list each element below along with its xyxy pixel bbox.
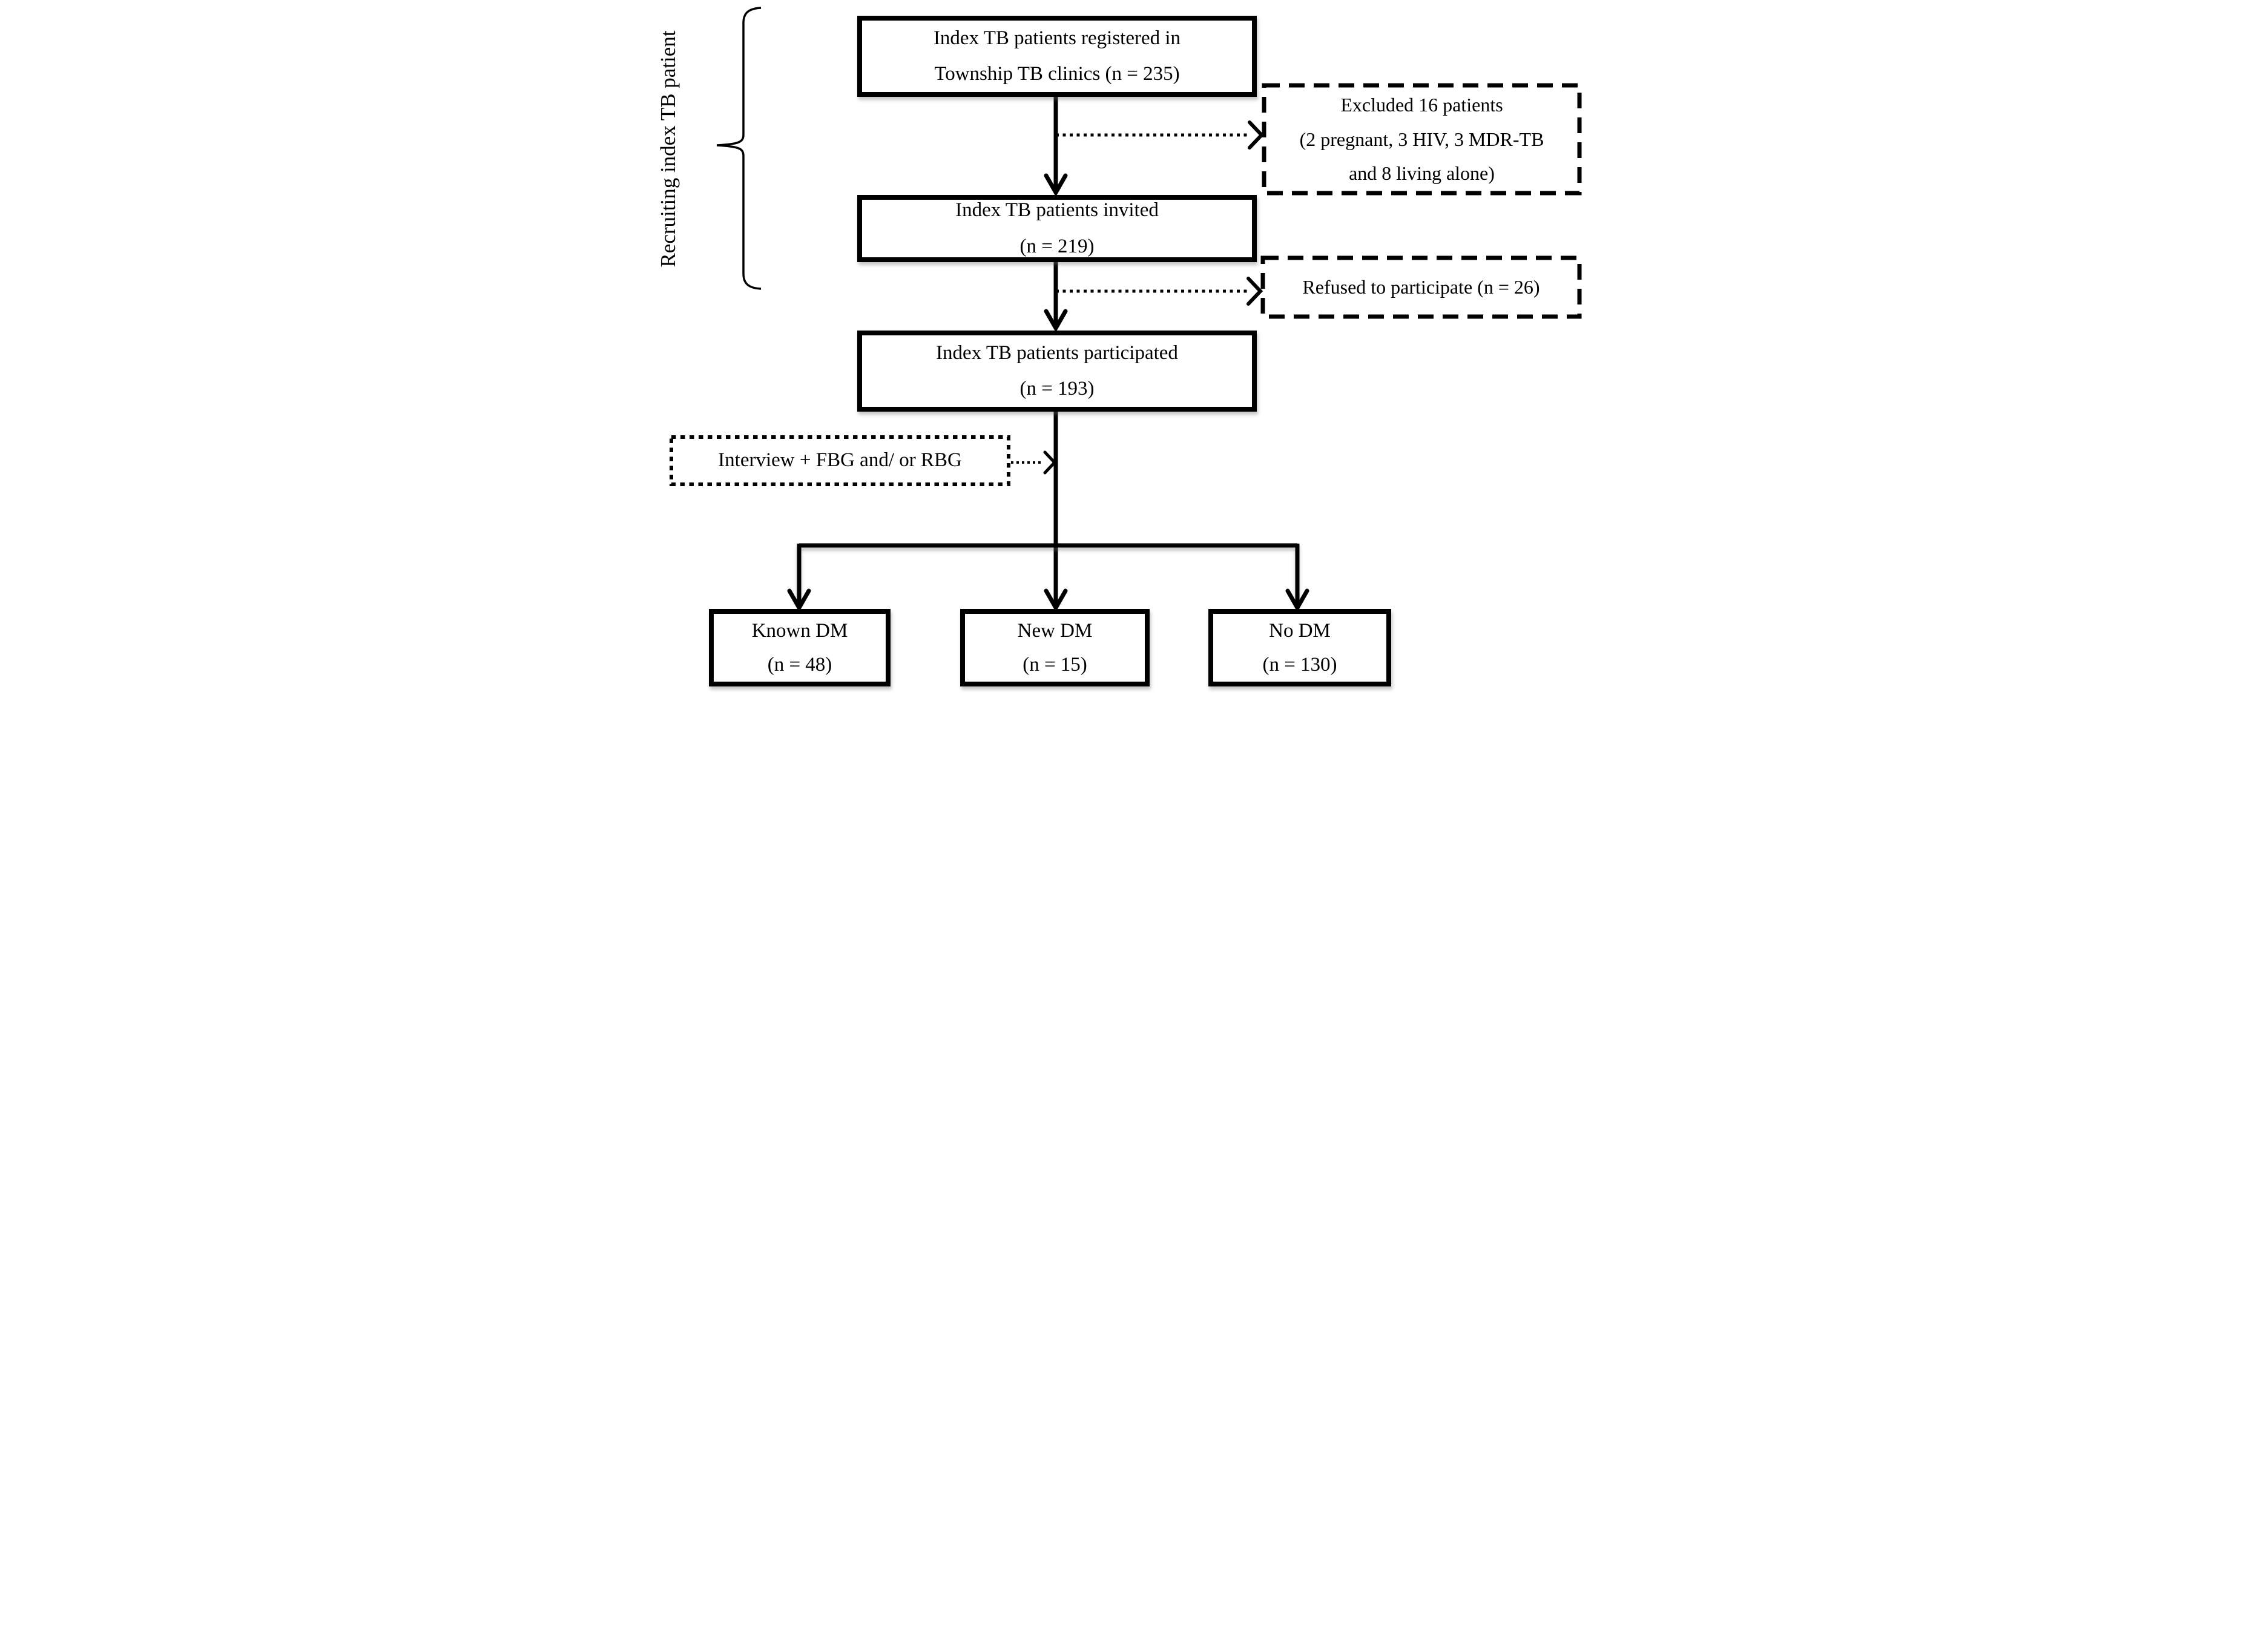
- invited-line-2: (n = 219): [1019, 235, 1095, 257]
- excluded-line-2: (2 pregnant, 3 HIV, 3 MDR-TB: [1299, 128, 1544, 150]
- arrow-invited-to-participated-head: [1044, 309, 1068, 333]
- registered-line-1: Index TB patients registered in: [933, 27, 1181, 49]
- known-dm-line-2: (n = 48): [767, 654, 832, 676]
- refused-line-1: Refused to participate (n = 26): [1302, 276, 1540, 298]
- new-dm-line-1: New DM: [1017, 619, 1093, 642]
- new-dm-line-2: (n = 15): [1023, 654, 1087, 676]
- invited-line-1: Index TB patients invited: [955, 199, 1159, 222]
- box-interview-label: Interview + FBG and/ or RBG: [671, 437, 1009, 484]
- arrow-to-excluded-head: [1248, 120, 1265, 150]
- interview-line-1: Interview + FBG and/ or RBG: [718, 449, 962, 472]
- box-known-dm-label: Known DM (n = 48): [711, 611, 888, 684]
- phase-label-recruiting: Recruiting index TB patient: [656, 30, 680, 268]
- box-participated-label: Index TB patients participated (n = 193): [860, 333, 1254, 409]
- registered-line-2: Township TB clinics (n = 235): [934, 63, 1180, 85]
- arrow-to-knowndm-head: [787, 588, 811, 613]
- box-interview: [670, 435, 1010, 486]
- box-registered: [857, 16, 1257, 97]
- excluded-line-1: Excluded 16 patients: [1340, 93, 1503, 116]
- box-no-dm: [1208, 609, 1391, 686]
- arrow-to-nodm-head: [1285, 588, 1309, 613]
- box-excluded-label: Excluded 16 patients (2 pregnant, 3 HIV,…: [1264, 85, 1579, 193]
- box-known-dm: [709, 609, 891, 686]
- recruiting-phase-brace: [716, 7, 762, 290]
- box-invited-label: Index TB patients invited (n = 219): [860, 197, 1254, 260]
- arrow-to-refused-head: [1246, 277, 1263, 306]
- box-refused: [1260, 255, 1582, 319]
- participated-line-2: (n = 193): [1019, 378, 1095, 400]
- box-new-dm-label: New DM (n = 15): [963, 611, 1147, 684]
- box-no-dm-label: No DM (n = 130): [1211, 611, 1389, 684]
- branch-bar-group: [797, 543, 1300, 604]
- box-invited: [857, 195, 1257, 262]
- arrow-participated-to-newdm-head: [1044, 588, 1068, 613]
- arrow-from-interview-head: [1043, 450, 1057, 475]
- no-dm-line-1: No DM: [1269, 619, 1331, 642]
- box-refused-label: Refused to participate (n = 26): [1263, 258, 1579, 317]
- box-participated: [857, 331, 1257, 412]
- excluded-line-3: and 8 living alone): [1349, 162, 1495, 185]
- participated-line-1: Index TB patients participated: [936, 341, 1178, 364]
- box-excluded: [1262, 83, 1582, 196]
- recruitment-flow-diagram: Recruiting index TB patient Index TB pat…: [651, 0, 1595, 694]
- known-dm-line-1: Known DM: [751, 619, 848, 642]
- box-new-dm: [960, 609, 1150, 686]
- diagram-shapes-layer: [670, 7, 1582, 686]
- arrow-registered-to-invited-head: [1044, 173, 1068, 197]
- no-dm-line-2: (n = 130): [1262, 654, 1337, 676]
- box-registered-label: Index TB patients registered in Township…: [860, 18, 1254, 94]
